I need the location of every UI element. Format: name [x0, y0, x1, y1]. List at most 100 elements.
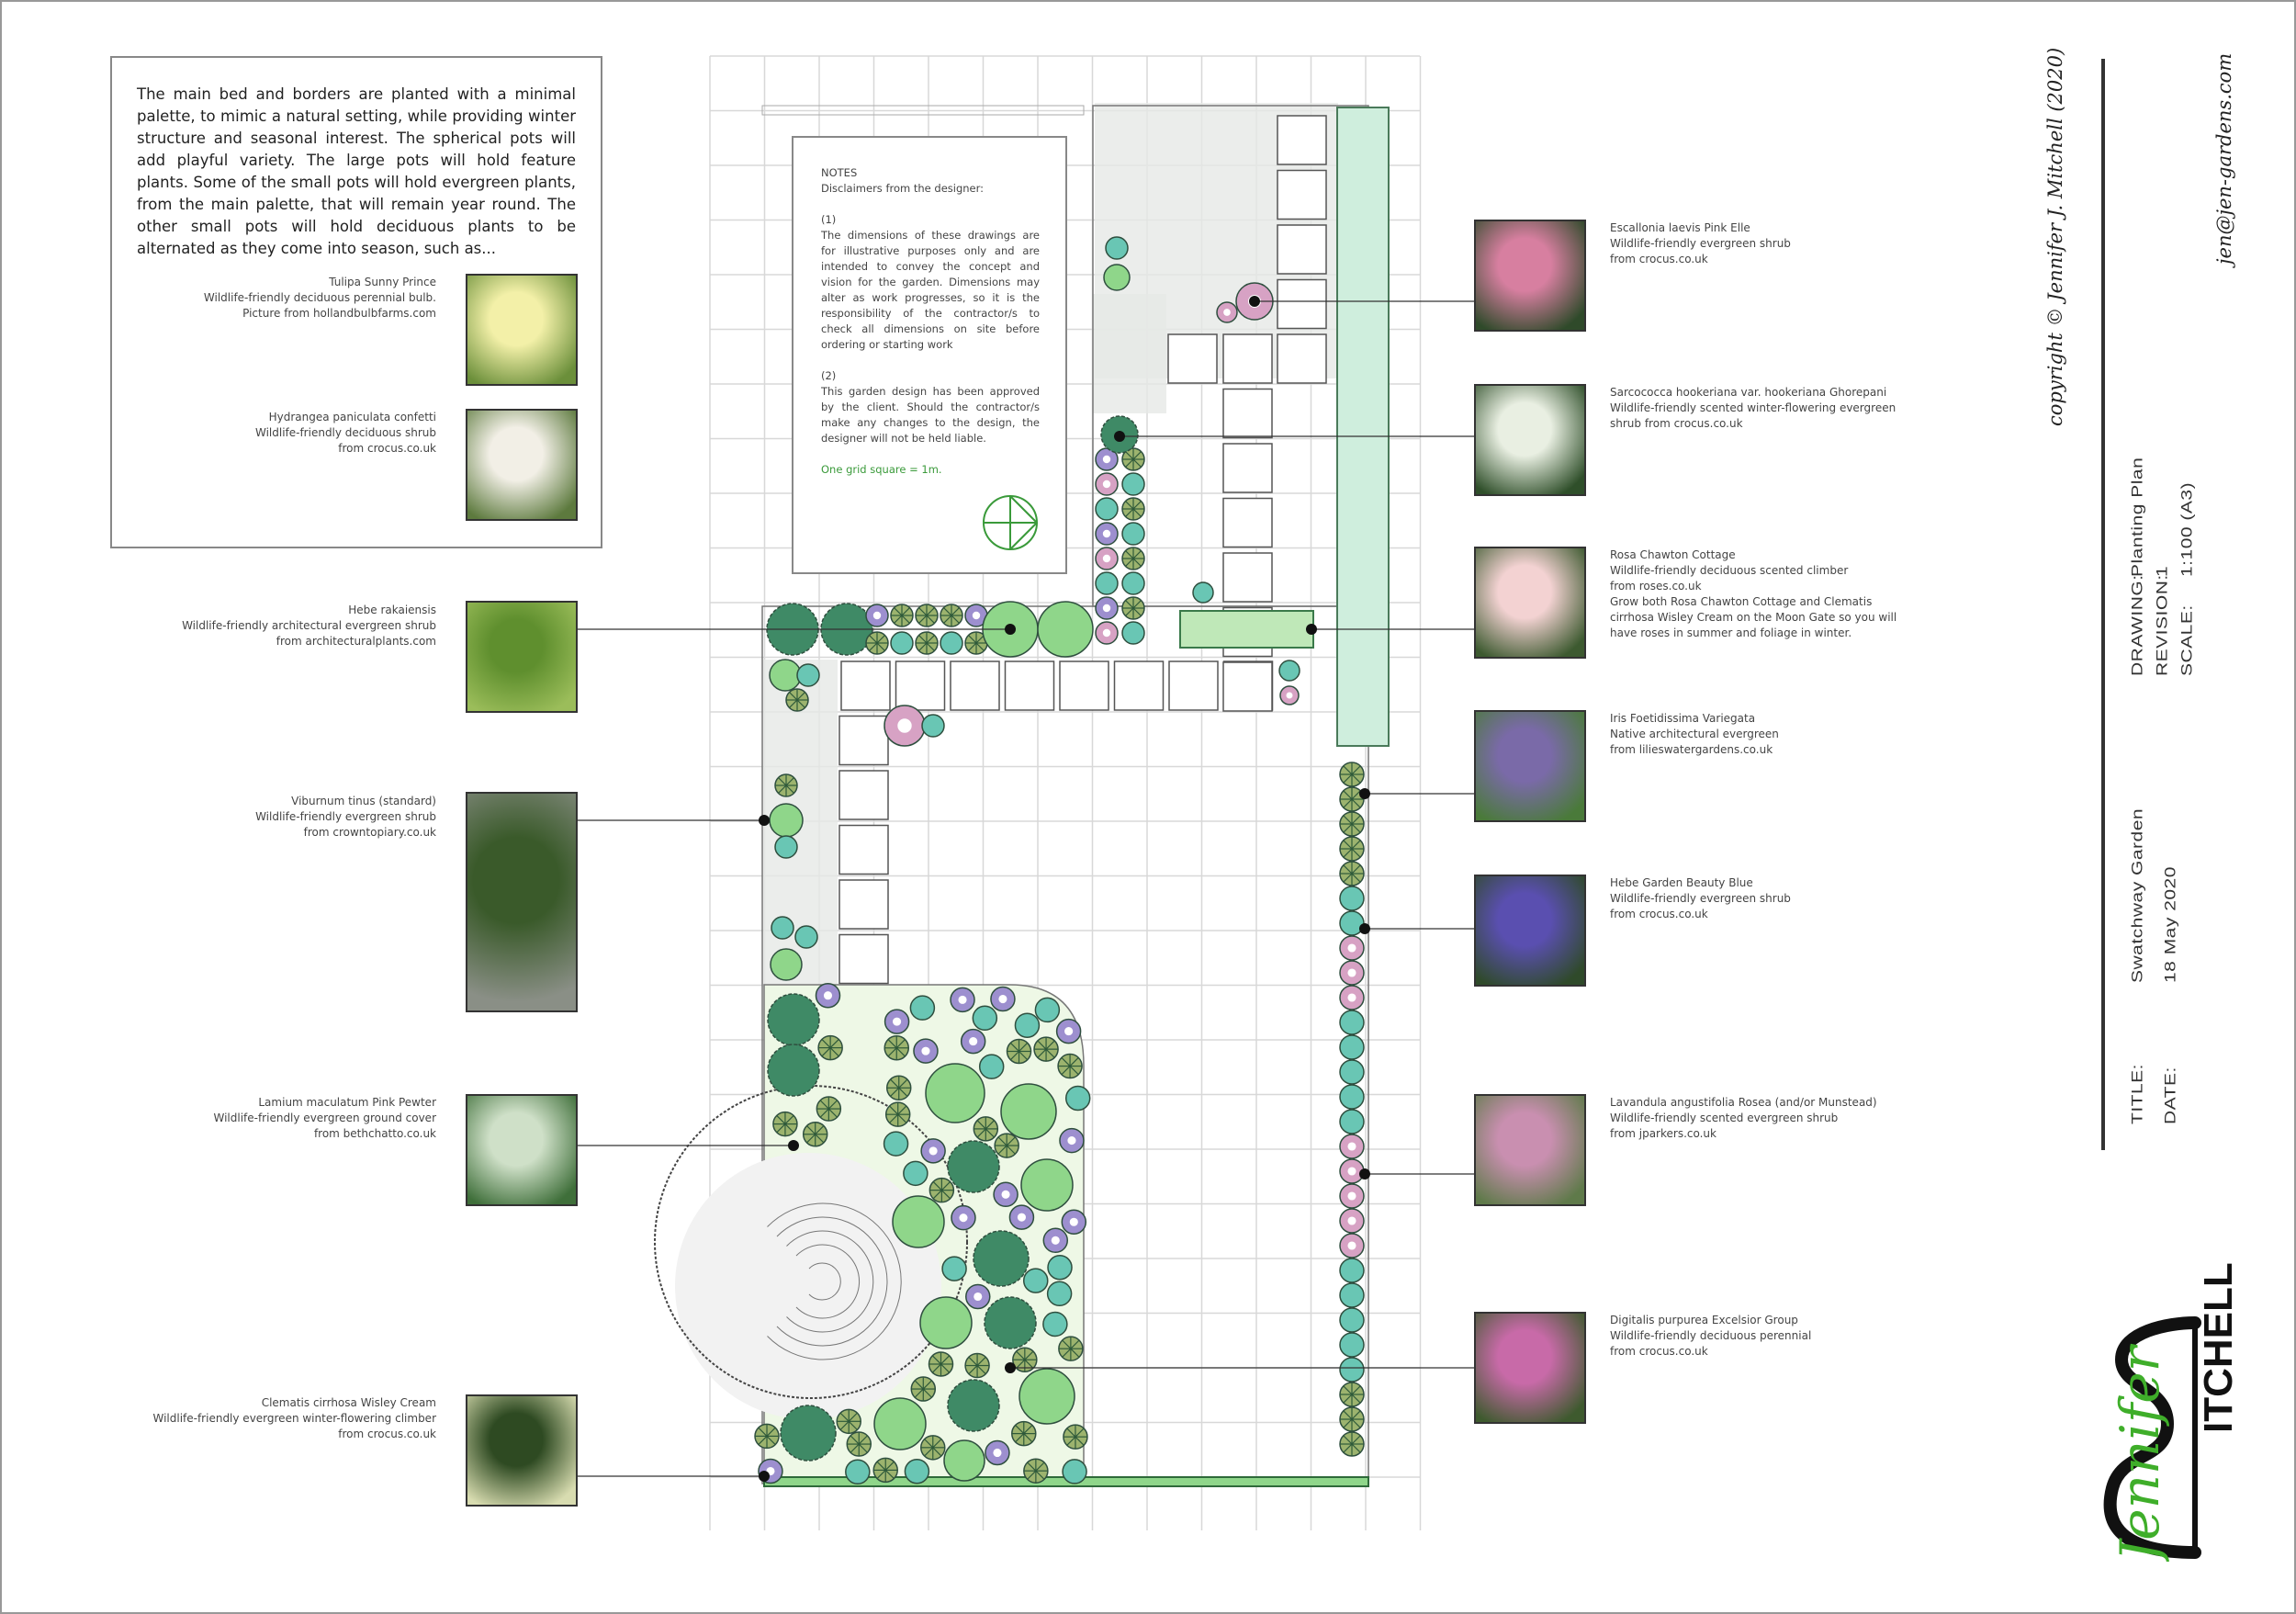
plant-desc: Wildlife-friendly deciduous shrub — [254, 426, 436, 439]
plant-symbol-light — [925, 1063, 985, 1123]
plant-symbol-light — [1037, 601, 1094, 658]
plant-desc: Wildlife-friendly evergreen shrub — [1610, 892, 1791, 905]
plant-name: Hebe Garden Beauty Blue — [1610, 876, 1753, 889]
plant-symbol-teal — [1121, 472, 1145, 496]
plant-desc: from lilieswatergardens.co.uk — [1610, 743, 1773, 756]
plant-symbol-dark — [973, 1230, 1030, 1287]
plant-desc: Wildlife-friendly scented evergreen shru… — [1610, 1112, 1839, 1124]
leader-dot — [1359, 923, 1370, 934]
plant-symbol-teal — [890, 631, 914, 655]
revision-label: REVISION: — [2154, 574, 2171, 676]
plant-photo — [1474, 1094, 1586, 1206]
photo-lamium — [466, 1094, 578, 1206]
plant-symbol-teal — [794, 925, 818, 949]
plant-name: Rosa Chawton Cottage — [1610, 548, 1736, 561]
plant-desc: from crocus.co.uk — [1610, 1345, 1708, 1358]
plant-symbol-teal — [940, 631, 963, 655]
plant-symbol-teal — [1339, 1034, 1365, 1060]
plant-symbol-teal — [1339, 1307, 1365, 1333]
logo-surname: ITCHELL — [2196, 1262, 2241, 1433]
scale-value: 1:100 (A3) — [2178, 481, 2196, 577]
plant-source: from architecturalplants.com — [276, 635, 436, 648]
plant-label: Lavandula angustifolia Rosea (and/or Mun… — [1610, 1095, 1877, 1142]
plant-photo — [1474, 1312, 1586, 1424]
plant-desc: Wildlife-friendly deciduous perennial bu… — [203, 291, 436, 304]
plant-name: Sarcococca hookeriana var. hookeriana Gh… — [1610, 386, 1887, 399]
plant-symbol-teal — [904, 1459, 930, 1484]
plant-desc: Wildlife-friendly scented winter-floweri… — [1610, 401, 1896, 414]
photo-tulipa — [466, 274, 578, 386]
plant-desc: Wildlife-friendly evergreen shrub — [1610, 237, 1791, 250]
date-label: DATE: — [2162, 1067, 2179, 1124]
copyright-text: copyright © Jennifer J. Mitchell (2020) — [2044, 47, 2066, 426]
plant-desc: Wildlife-friendly evergreen shrub — [255, 810, 436, 823]
plant-symbol-teal — [1046, 1281, 1073, 1307]
plant-label-lamium: Lamium maculatum Pink Pewter Wildlife-fr… — [92, 1095, 436, 1142]
plant-symbol-teal — [796, 663, 820, 687]
plant-symbol-teal — [1064, 1085, 1091, 1112]
plant-symbol-light — [919, 1296, 973, 1349]
notes-subheading: Disclaimers from the designer: — [821, 182, 985, 195]
plant-symbol-teal — [1339, 1084, 1365, 1110]
plant-photo — [1474, 875, 1586, 987]
plant-photo — [1474, 710, 1586, 822]
leader-dot — [1306, 624, 1317, 635]
plant-symbol-teal — [1121, 621, 1145, 645]
leader-lines — [574, 296, 1474, 1482]
plant-photo — [1474, 547, 1586, 659]
plant-name: Digitalis purpurea Excelsior Group — [1610, 1314, 1798, 1326]
jennifer-mitchell-logo: ITCHELL Jennifer — [2103, 1262, 2241, 1562]
plant-symbol-teal — [774, 835, 798, 859]
plant-desc: from roses.co.uk — [1610, 580, 1702, 593]
plant-symbol-teal — [883, 1131, 909, 1157]
notes-heading: NOTES — [821, 166, 858, 179]
plant-name: Tulipa Sunny Prince — [329, 276, 436, 288]
plant-name: Hydrangea paniculata confetti — [268, 411, 436, 423]
plant-symbol-teal — [1339, 1332, 1365, 1358]
plant-label-viburnum: Viburnum tinus (standard) Wildlife-frien… — [92, 794, 436, 841]
plant-name: Clematis cirrhosa Wisley Cream — [261, 1396, 436, 1409]
plant-symbol-teal — [1095, 571, 1119, 595]
plant-symbol-teal — [1339, 1258, 1365, 1283]
leader-dot — [759, 1471, 770, 1482]
photo-viburnum — [466, 792, 578, 1012]
plant-symbol-dark — [767, 993, 820, 1046]
plant-symbol-teal — [1339, 1010, 1365, 1035]
plant-symbol-light — [1103, 264, 1131, 291]
plant-symbol-dark — [984, 1296, 1037, 1349]
plant-symbol-light — [769, 659, 802, 692]
scale-note: One grid square = 1m. — [821, 463, 942, 476]
drawing-label: DRAWING: — [2129, 574, 2146, 676]
plant-symbol-teal — [903, 1160, 929, 1187]
date-value: 18 May 2020 — [2162, 866, 2179, 983]
plant-label-hydrangea: Hydrangea paniculata confetti Wildlife-f… — [184, 410, 436, 457]
plant-symbol-teal — [1339, 910, 1365, 936]
plant-symbol-teal — [1047, 1255, 1073, 1281]
title-value: Swatchway Garden — [2129, 807, 2146, 983]
plant-label-hebe-rakaiensis: Hebe rakaiensis Wildlife-friendly archit… — [92, 603, 436, 649]
plant-symbol-light — [769, 803, 804, 838]
note-2: This garden design has been approved by … — [821, 385, 1040, 445]
plant-symbol-teal — [1034, 997, 1061, 1023]
leader-dot — [788, 1140, 799, 1151]
intro-paragraph: The main bed and borders are planted wit… — [137, 85, 576, 257]
title-block-divider — [2101, 59, 2105, 1150]
plant-symbol-light — [1020, 1158, 1074, 1212]
plant-label: Sarcococca hookeriana var. hookeriana Gh… — [1610, 385, 1896, 432]
plant-symbol-dark — [780, 1405, 837, 1462]
plant-desc: from jparkers.co.uk — [1610, 1127, 1716, 1140]
plant-symbol-teal — [1192, 581, 1214, 604]
leader-dot — [759, 815, 770, 826]
plant-source: from crocus.co.uk — [338, 1428, 436, 1440]
plant-symbol-teal — [1062, 1459, 1087, 1484]
plant-desc: have roses in summer and foliage in wint… — [1610, 626, 1852, 639]
photo-clematis — [466, 1394, 578, 1507]
plant-symbol-dark — [947, 1379, 1000, 1432]
plant-label-tulipa: Tulipa Sunny Prince Wildlife-friendly de… — [184, 275, 436, 322]
plant-desc: shrub from crocus.co.uk — [1610, 417, 1743, 430]
plant-desc: Grow both Rosa Chawton Cottage and Clema… — [1610, 595, 1873, 608]
